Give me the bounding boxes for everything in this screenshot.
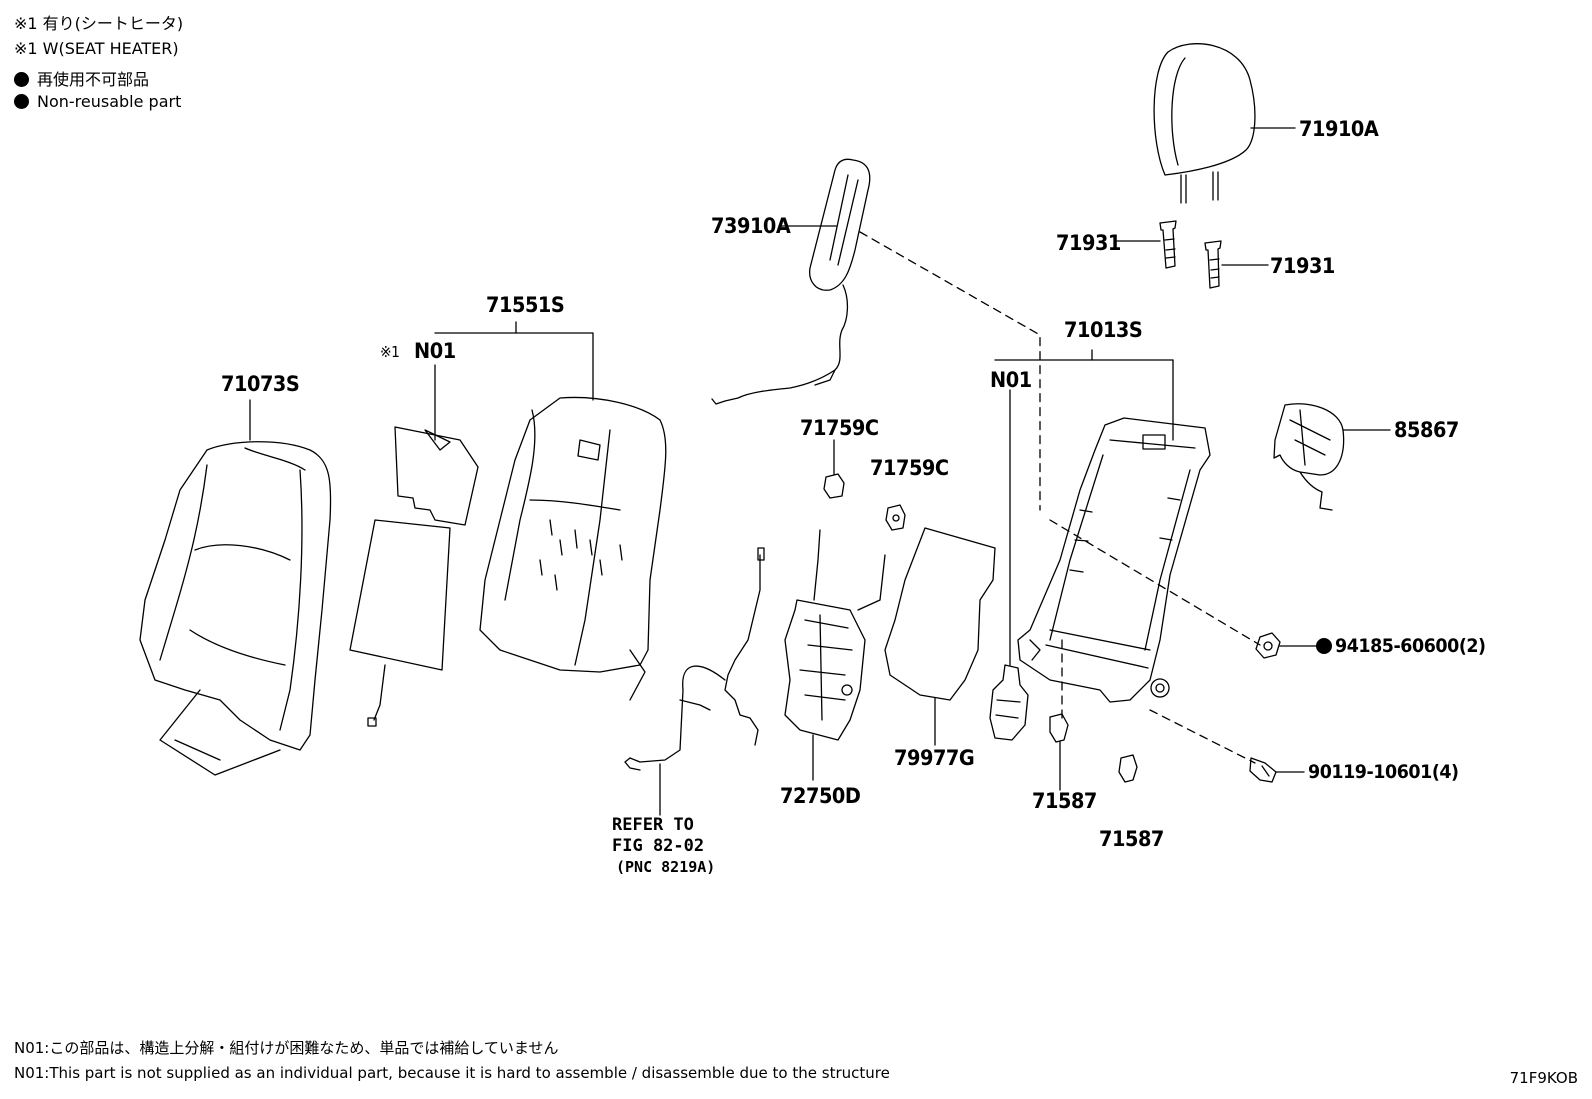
headrest-drawing	[1153, 43, 1256, 204]
part-label-71931-a[interactable]: 71931	[1056, 231, 1121, 255]
illustration-code: 71F9KOB	[1509, 1069, 1578, 1087]
part-label-71551S[interactable]: 71551S	[486, 293, 565, 317]
dash-frame-nut	[1049, 519, 1261, 646]
part-label-85867[interactable]: 85867	[1394, 418, 1459, 442]
heater-mark: ※1	[380, 343, 400, 361]
bracket-71551S	[434, 321, 594, 401]
part-label-90119-10601[interactable]: 90119-10601(4)	[1308, 761, 1459, 783]
clip-71759C-b	[885, 504, 906, 531]
part-label-n01-left[interactable]: N01	[414, 339, 456, 363]
dash-airbag-frame	[859, 231, 1041, 511]
refer-fig-link[interactable]: FIG 82-02	[612, 836, 705, 856]
nonreusable-dot	[14, 94, 29, 109]
part-label-79977G[interactable]: 79977G	[894, 746, 975, 770]
clip-71759C-a	[823, 473, 845, 499]
footnote-jp: N01:この部品は、構造上分解・組付けが困難なため、単品では補給していません	[14, 1039, 559, 1057]
legend-heater-en: ※1 W(SEAT HEATER)	[14, 39, 179, 58]
clip-drawing-a	[1049, 713, 1069, 743]
part-label-71013S[interactable]: 71013S	[1064, 318, 1143, 342]
airbag-drawing	[711, 158, 871, 405]
refer-line-1: REFER TO	[612, 815, 694, 835]
legend-nonreuse-en-row: Non-reusable part	[14, 92, 181, 111]
part-label-72750D[interactable]: 72750D	[780, 784, 861, 808]
pad-drawing	[884, 527, 996, 701]
controller-drawing	[784, 529, 886, 741]
nut-drawing	[1255, 632, 1281, 659]
bolt-drawing	[1249, 757, 1277, 783]
part-label-71073S[interactable]: 71073S	[221, 372, 300, 396]
harness-drawing	[624, 547, 765, 771]
part-label-71910A[interactable]: 71910A	[1299, 117, 1379, 141]
part-label-n01-right[interactable]: N01	[990, 368, 1032, 392]
stud-drawing	[1159, 220, 1222, 289]
dash-frame-bolt	[1149, 709, 1256, 764]
part-label-71759C-a[interactable]: 71759C	[800, 416, 879, 440]
legend-nonreuse-en: Non-reusable part	[37, 92, 182, 111]
footnote-en: N01:This part is not supplied as an indi…	[14, 1064, 890, 1082]
part-label-71931-b[interactable]: 71931	[1270, 254, 1335, 278]
part-label-71587-b[interactable]: 71587	[1099, 827, 1164, 851]
bracket-71013S	[994, 349, 1174, 666]
part-label-71759C-b[interactable]: 71759C	[870, 456, 949, 480]
part-label-71587-a[interactable]: 71587	[1032, 789, 1097, 813]
clip-drawing-b	[1118, 754, 1138, 783]
refer-pnc: (PNC 8219A)	[616, 858, 716, 876]
legend-nonreuse-jp-row: 再使用不可部品	[14, 66, 149, 90]
frame-drawing	[1017, 417, 1211, 703]
nonreusable-dot-94185	[1316, 638, 1332, 654]
cover-drawing	[139, 441, 332, 776]
legend-nonreuse-jp: 再使用不可部品	[37, 70, 150, 89]
legend-heater-jp: ※1 有り(シートヒータ)	[14, 14, 184, 33]
part-label-94185-60600[interactable]: 94185-60600(2)	[1335, 635, 1486, 657]
back-cover-drawing	[479, 396, 667, 701]
lumbar-drawing	[1273, 403, 1345, 511]
motor-drawing	[989, 664, 1029, 741]
heater-pad-drawing	[349, 426, 479, 727]
nonreusable-dot	[14, 72, 29, 87]
part-label-73910A[interactable]: 73910A	[711, 214, 791, 238]
